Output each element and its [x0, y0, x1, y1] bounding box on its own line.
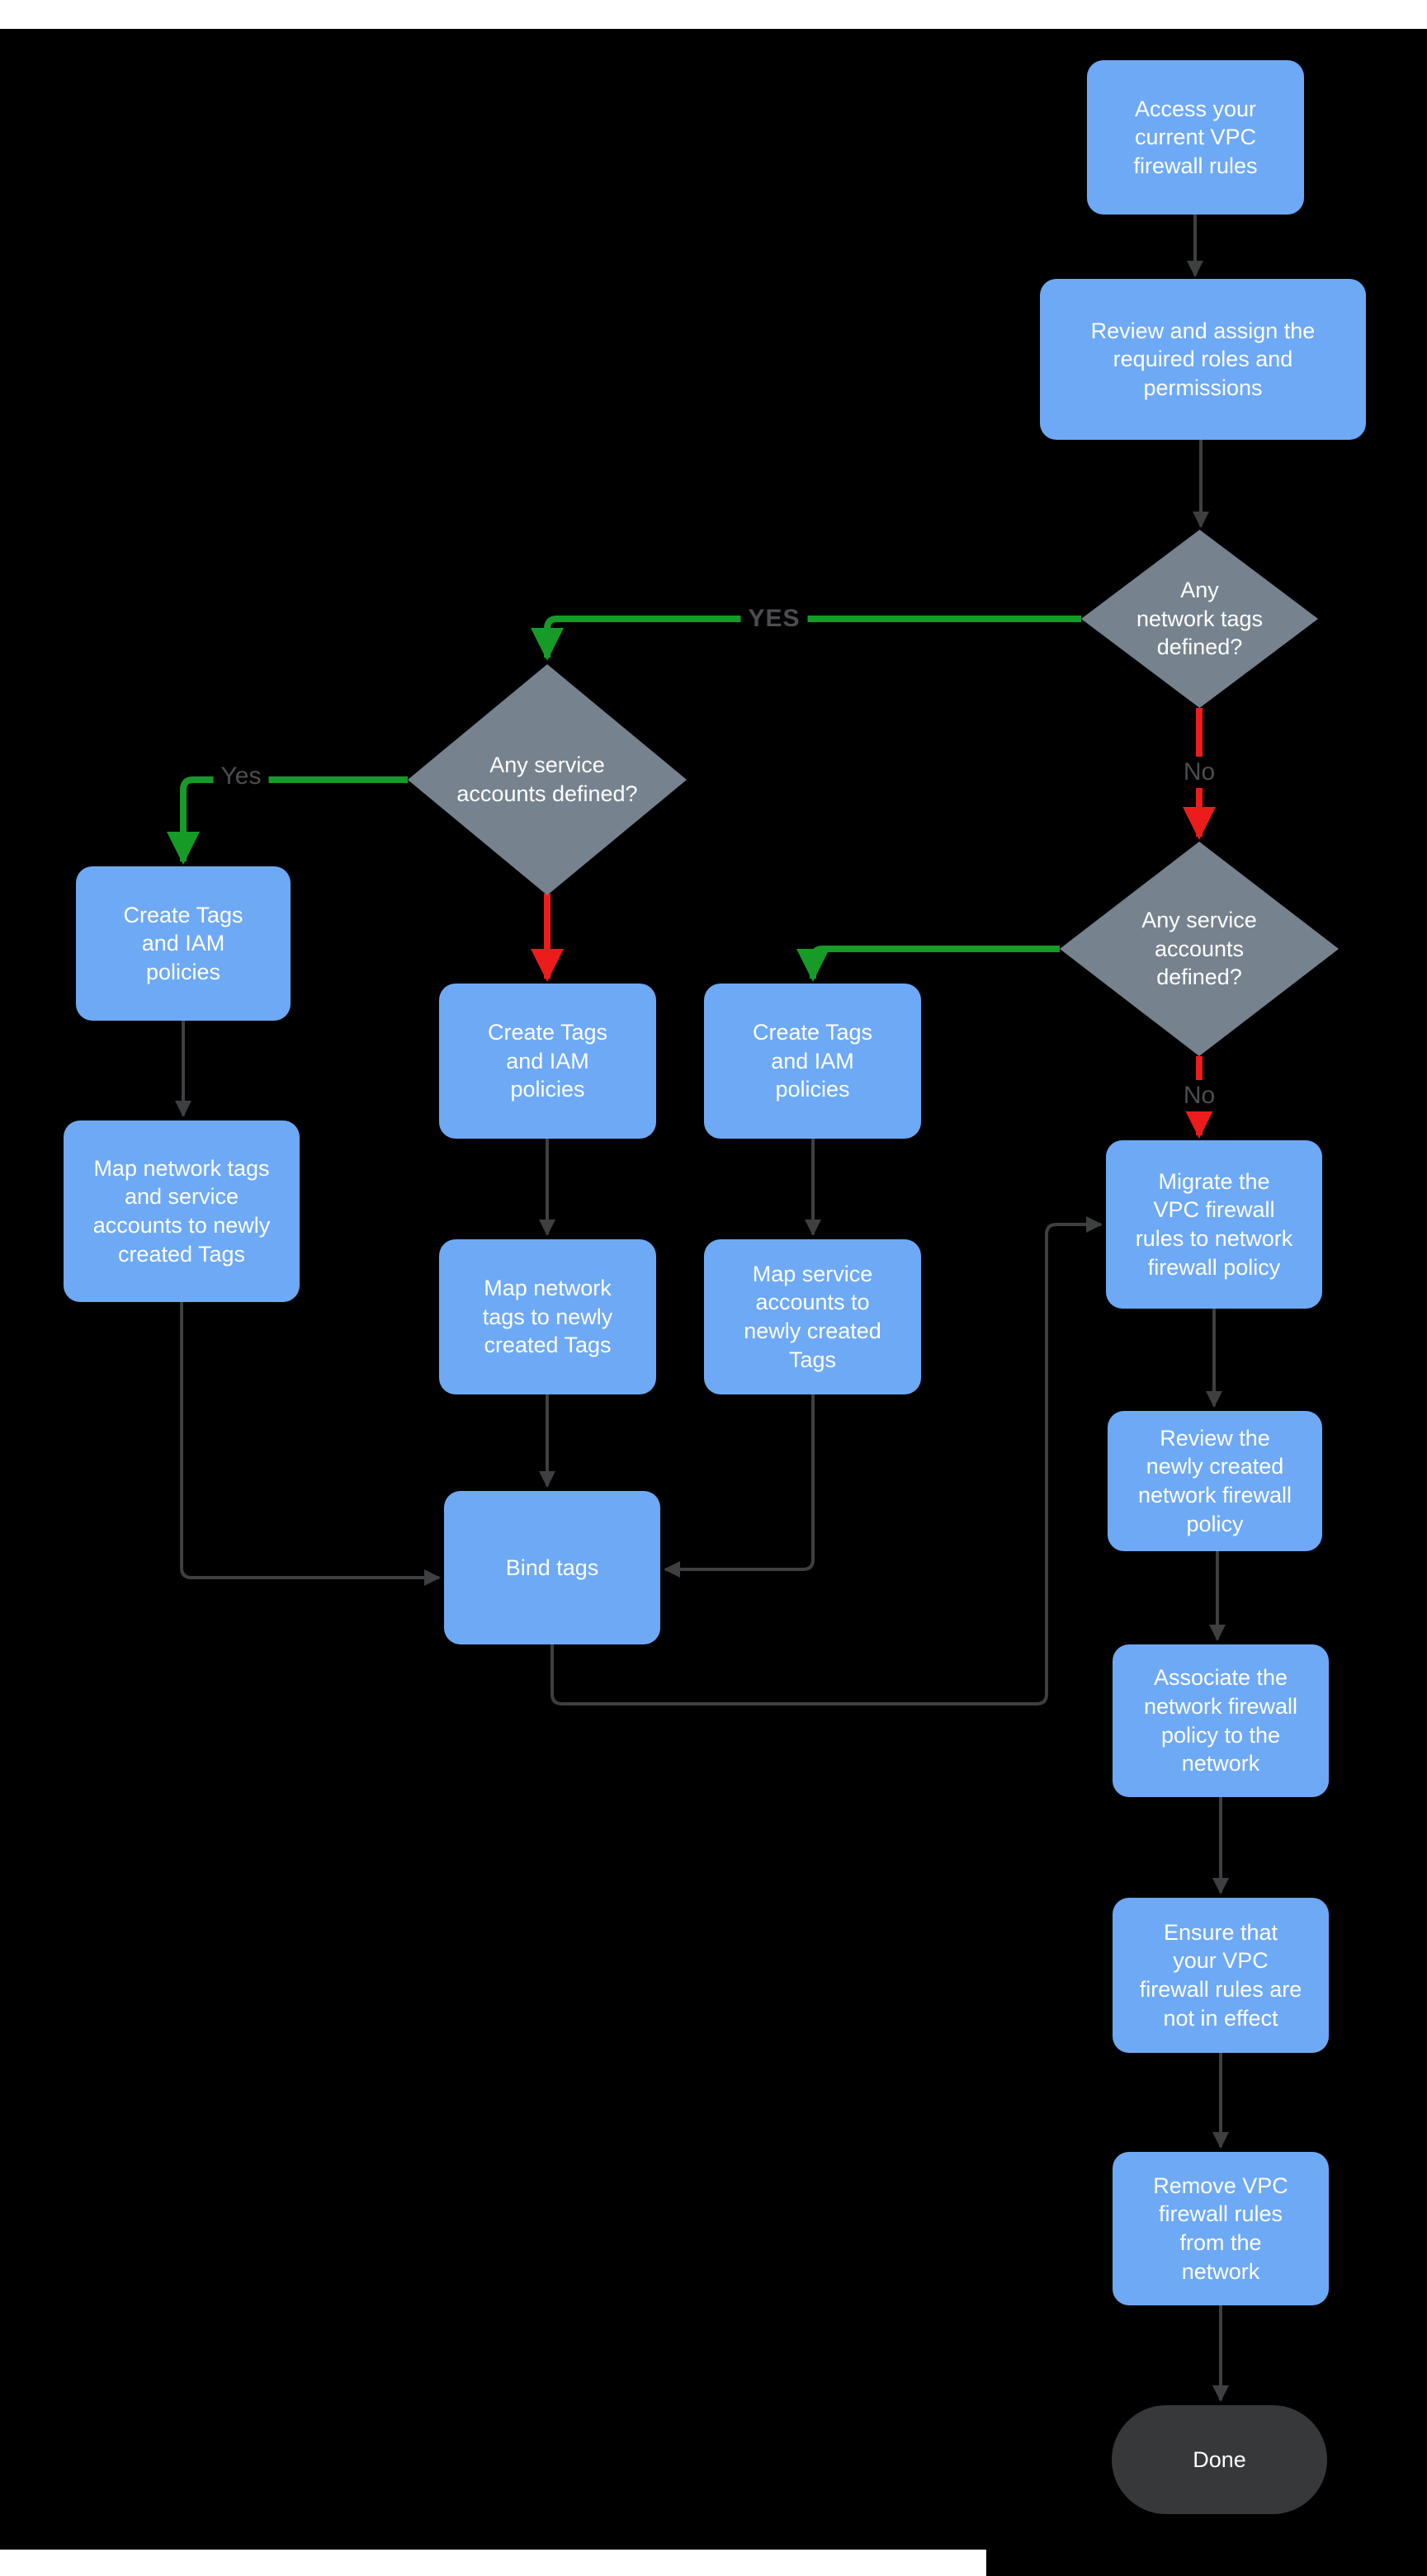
node-review-roles-permissions: Review and assign the required roles and… [1040, 279, 1366, 440]
node-map-service-accounts: Map service accounts to newly created Ta… [704, 1239, 921, 1394]
edge-map-right-to-bind [664, 1394, 815, 1578]
node-migrate-vpc-rules: Migrate the VPC firewall rules to networ… [1106, 1140, 1322, 1309]
node-map-network-tags-and-service-accounts: Map network tags and service accounts to… [64, 1121, 300, 1302]
node-review-network-firewall-policy: Review the newly created network firewal… [1108, 1411, 1322, 1551]
edge-label-yes-network-tags: YES [740, 603, 808, 635]
edge-label-yes-service-accounts: Yes [213, 761, 269, 792]
edge-yes-service-accounts-left [167, 776, 408, 865]
edge-map-left-to-bind [180, 1302, 441, 1586]
node-create-tags-iam-mid: Create Tags and IAM policies [439, 984, 656, 1139]
edge-yes-service-accounts-right [796, 946, 1060, 982]
node-access-vpc-firewall-rules: Access your current VPC firewall rules [1087, 60, 1304, 215]
edge-label-no-network-tags: No [1175, 757, 1223, 788]
node-map-network-tags: Map network tags to newly created Tags [439, 1239, 656, 1394]
top-white-bar [0, 0, 1427, 29]
node-ensure-rules-not-in-effect: Ensure that your VPC firewall rules are … [1113, 1898, 1329, 2053]
bottom-white-bar [0, 2550, 986, 2576]
node-remove-vpc-firewall-rules: Remove VPC firewall rules from the netwo… [1113, 2152, 1329, 2305]
edge-bind-to-migrate [550, 1216, 1103, 1706]
edge-label-no-service-accounts: No [1175, 1080, 1223, 1111]
edge-yes-network-tags [531, 616, 1081, 661]
node-done-terminator: Done [1112, 2405, 1327, 2514]
node-bind-tags: Bind tags [444, 1491, 660, 1644]
node-create-tags-iam-left: Create Tags and IAM policies [76, 866, 291, 1021]
node-create-tags-iam-right: Create Tags and IAM policies [704, 984, 921, 1139]
node-associate-policy-to-network: Associate the network firewall policy to… [1113, 1644, 1329, 1797]
